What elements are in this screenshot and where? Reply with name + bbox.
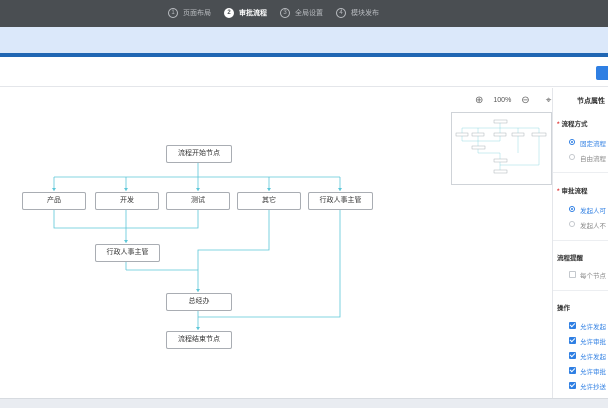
zoom-level: 100% <box>493 97 512 104</box>
flow-node-gm[interactable]: 总经办 <box>166 293 232 311</box>
properties-panel: 节点属性 *流程方式 固定流程 自由流程 *审批流程 发起人可 发起人不 流程提… <box>552 88 608 398</box>
flow-mode-label: *流程方式 <box>557 121 588 128</box>
step-indicator: 1 页面布局 2 审批流程 3 全局设置 4 模块发布 <box>168 8 392 18</box>
minimap[interactable] <box>451 112 552 185</box>
flow-node-test[interactable]: 测试 <box>166 192 230 210</box>
reminder-label: 流程提醒 <box>557 255 583 262</box>
step-page-layout[interactable]: 1 页面布局 <box>168 8 211 18</box>
zoom-controls: ⊕ 100% ⊖ ⌖ <box>469 95 557 106</box>
flow-node-start[interactable]: 流程开始节点 <box>166 145 232 163</box>
flow-node-hr-manager-merge[interactable]: 行政人事主管 <box>95 244 160 262</box>
approval-flow-label: *审批流程 <box>557 188 588 195</box>
panel-title: 节点属性 <box>577 98 605 105</box>
minimap-preview <box>455 119 547 174</box>
bottom-bar <box>0 398 608 408</box>
ops-option-2[interactable]: 允许审批 <box>580 339 606 346</box>
flow-node-end[interactable]: 流程结束节点 <box>166 331 232 349</box>
ops-checkbox-1[interactable] <box>569 322 576 329</box>
ops-option-3[interactable]: 允许发起 <box>580 354 606 361</box>
step-label: 页面布局 <box>183 10 211 17</box>
flow-mode-radio-fixed[interactable] <box>569 139 575 145</box>
flow-mode-option-free[interactable]: 自由流程 <box>580 156 606 163</box>
step-label: 全局设置 <box>295 10 323 17</box>
approval-radio-initiator-can[interactable] <box>569 206 575 212</box>
required-mark: * <box>557 121 560 128</box>
flow-node-dev[interactable]: 开发 <box>95 192 159 210</box>
approval-radio-initiator-cannot[interactable] <box>569 221 575 227</box>
step-module-publish[interactable]: 4 模块发布 <box>336 8 379 18</box>
section-divider <box>553 240 608 241</box>
reminder-checkbox[interactable] <box>569 271 576 278</box>
reminder-option[interactable]: 每个节点 <box>580 273 606 280</box>
approval-option-initiator-can[interactable]: 发起人可 <box>580 208 606 215</box>
ops-option-4[interactable]: 允许审批 <box>580 369 606 376</box>
ops-checkbox-5[interactable] <box>569 382 576 389</box>
step-number: 4 <box>336 8 346 18</box>
zoom-in-icon[interactable]: ⊕ <box>475 95 484 106</box>
top-bar: 1 页面布局 2 审批流程 3 全局设置 4 模块发布 <box>0 0 608 27</box>
toolbar-row <box>0 57 608 87</box>
step-global-settings[interactable]: 3 全局设置 <box>280 8 323 18</box>
flow-mode-radio-free[interactable] <box>569 154 575 160</box>
fit-view-icon[interactable]: ⌖ <box>545 95 552 106</box>
section-divider <box>553 172 608 173</box>
step-label: 审批流程 <box>239 10 267 17</box>
flow-node-other[interactable]: 其它 <box>237 192 301 210</box>
required-mark: * <box>557 188 560 195</box>
ops-checkbox-3[interactable] <box>569 352 576 359</box>
primary-action-button[interactable] <box>596 66 608 80</box>
ops-option-1[interactable]: 允许发起 <box>580 324 606 331</box>
section-divider <box>553 290 608 291</box>
ops-option-5[interactable]: 允许抄送 <box>580 384 606 391</box>
step-label: 模块发布 <box>351 10 379 17</box>
ops-checkbox-4[interactable] <box>569 367 576 374</box>
step-number: 1 <box>168 8 178 18</box>
approval-option-initiator-cannot[interactable]: 发起人不 <box>580 223 606 230</box>
flow-node-hr-manager[interactable]: 行政人事主管 <box>308 192 373 210</box>
ops-label: 操作 <box>557 305 570 312</box>
step-approval-flow[interactable]: 2 审批流程 <box>224 8 267 18</box>
step-number: 2 <box>224 8 234 18</box>
flow-mode-option-fixed[interactable]: 固定流程 <box>580 141 606 148</box>
header-stripe <box>0 53 608 57</box>
zoom-out-icon[interactable]: ⊖ <box>521 95 530 106</box>
step-number: 3 <box>280 8 290 18</box>
flow-node-product[interactable]: 产品 <box>22 192 86 210</box>
ops-checkbox-2[interactable] <box>569 337 576 344</box>
header-band <box>0 27 608 53</box>
